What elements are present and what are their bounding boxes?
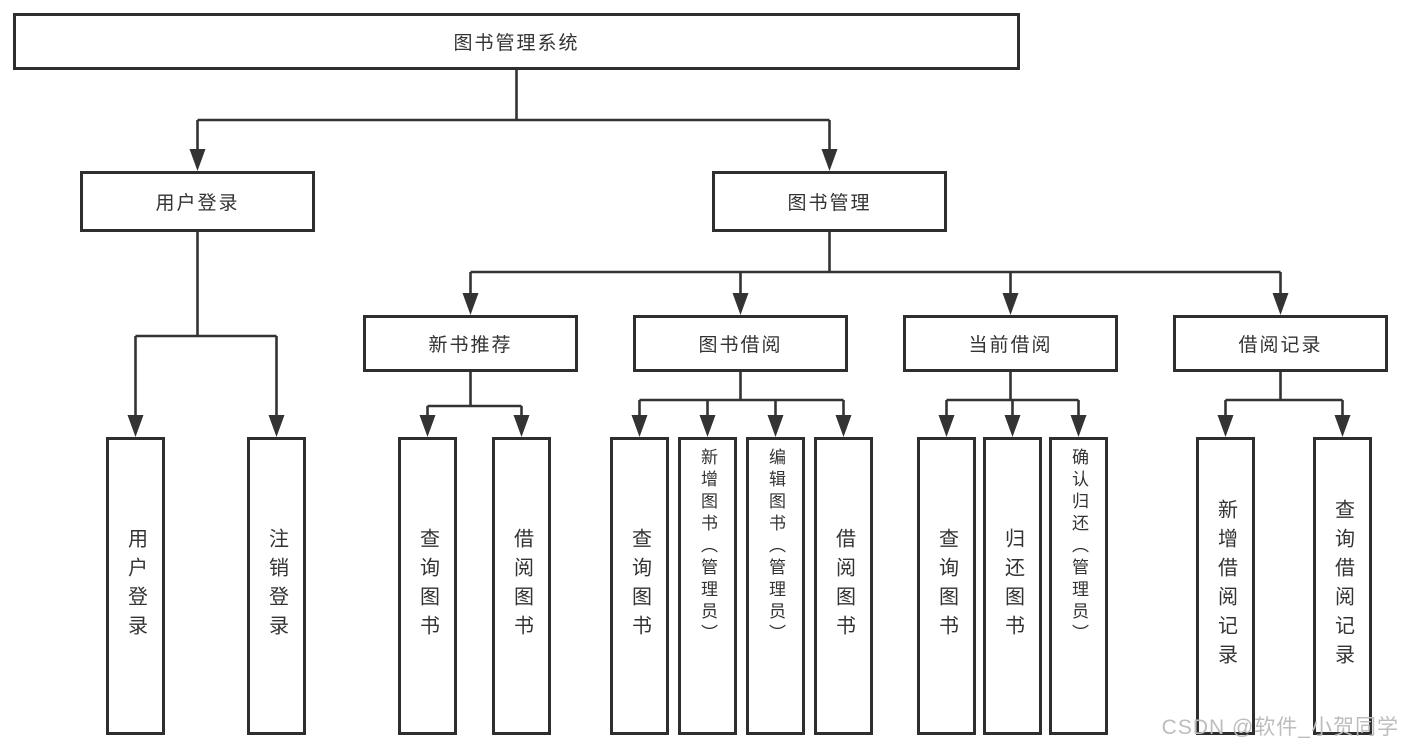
- leaf-recommend-borrow-books-label: 借阅图书: [510, 528, 533, 644]
- leaf-recommend-query-books-label: 查询图书: [416, 528, 439, 644]
- leaf-borrowing-query-books-label: 查询图书: [628, 528, 651, 644]
- leaf-borrowing-borrow-books-label: 借阅图书: [832, 528, 855, 644]
- leaf-user-login: 用户登录: [106, 437, 165, 735]
- leaf-borrowing-query-books: 查询图书: [610, 437, 669, 735]
- watermark-csdn: CSDN @软件_小贺同学: [1161, 716, 1399, 739]
- leaf-borrowing-edit-books-admin-label: 编辑图书（管理员）: [766, 448, 785, 646]
- leaf-current-return-books: 归还图书: [983, 437, 1042, 735]
- leaf-records-add-record-label: 新增借阅记录: [1214, 499, 1237, 673]
- leaf-borrowing-edit-books-admin: 编辑图书（管理员）: [746, 437, 805, 735]
- leaf-current-return-books-label: 归还图书: [1001, 528, 1024, 644]
- leaf-records-add-record: 新增借阅记录: [1196, 437, 1255, 735]
- leaf-current-query-books-label: 查询图书: [935, 528, 958, 644]
- node-user-login: 用户登录: [80, 171, 315, 232]
- leaf-recommend-borrow-books: 借阅图书: [492, 437, 551, 735]
- leaf-borrowing-add-books-admin-label: 新增图书（管理员）: [698, 448, 717, 646]
- leaf-current-confirm-return-admin: 确认归还（管理员）: [1049, 437, 1108, 735]
- leaf-records-query-record-label: 查询借阅记录: [1331, 499, 1354, 673]
- leaf-logout: 注销登录: [247, 437, 306, 735]
- leaf-current-confirm-return-admin-label: 确认归还（管理员）: [1069, 448, 1088, 646]
- leaf-records-query-record: 查询借阅记录: [1313, 437, 1372, 735]
- leaf-recommend-query-books: 查询图书: [398, 437, 457, 735]
- node-book-management: 图书管理: [712, 171, 947, 232]
- node-book-borrowing: 图书借阅: [633, 315, 848, 372]
- leaf-borrowing-add-books-admin: 新增图书（管理员）: [678, 437, 737, 735]
- leaf-user-login-label: 用户登录: [124, 528, 147, 644]
- node-current-borrowing: 当前借阅: [903, 315, 1118, 372]
- node-library-management-system: 图书管理系统: [13, 13, 1020, 70]
- node-borrowing-records: 借阅记录: [1173, 315, 1388, 372]
- leaf-logout-label: 注销登录: [265, 528, 288, 644]
- leaf-current-query-books: 查询图书: [917, 437, 976, 735]
- node-new-book-recommend: 新书推荐: [363, 315, 578, 372]
- leaf-borrowing-borrow-books: 借阅图书: [814, 437, 873, 735]
